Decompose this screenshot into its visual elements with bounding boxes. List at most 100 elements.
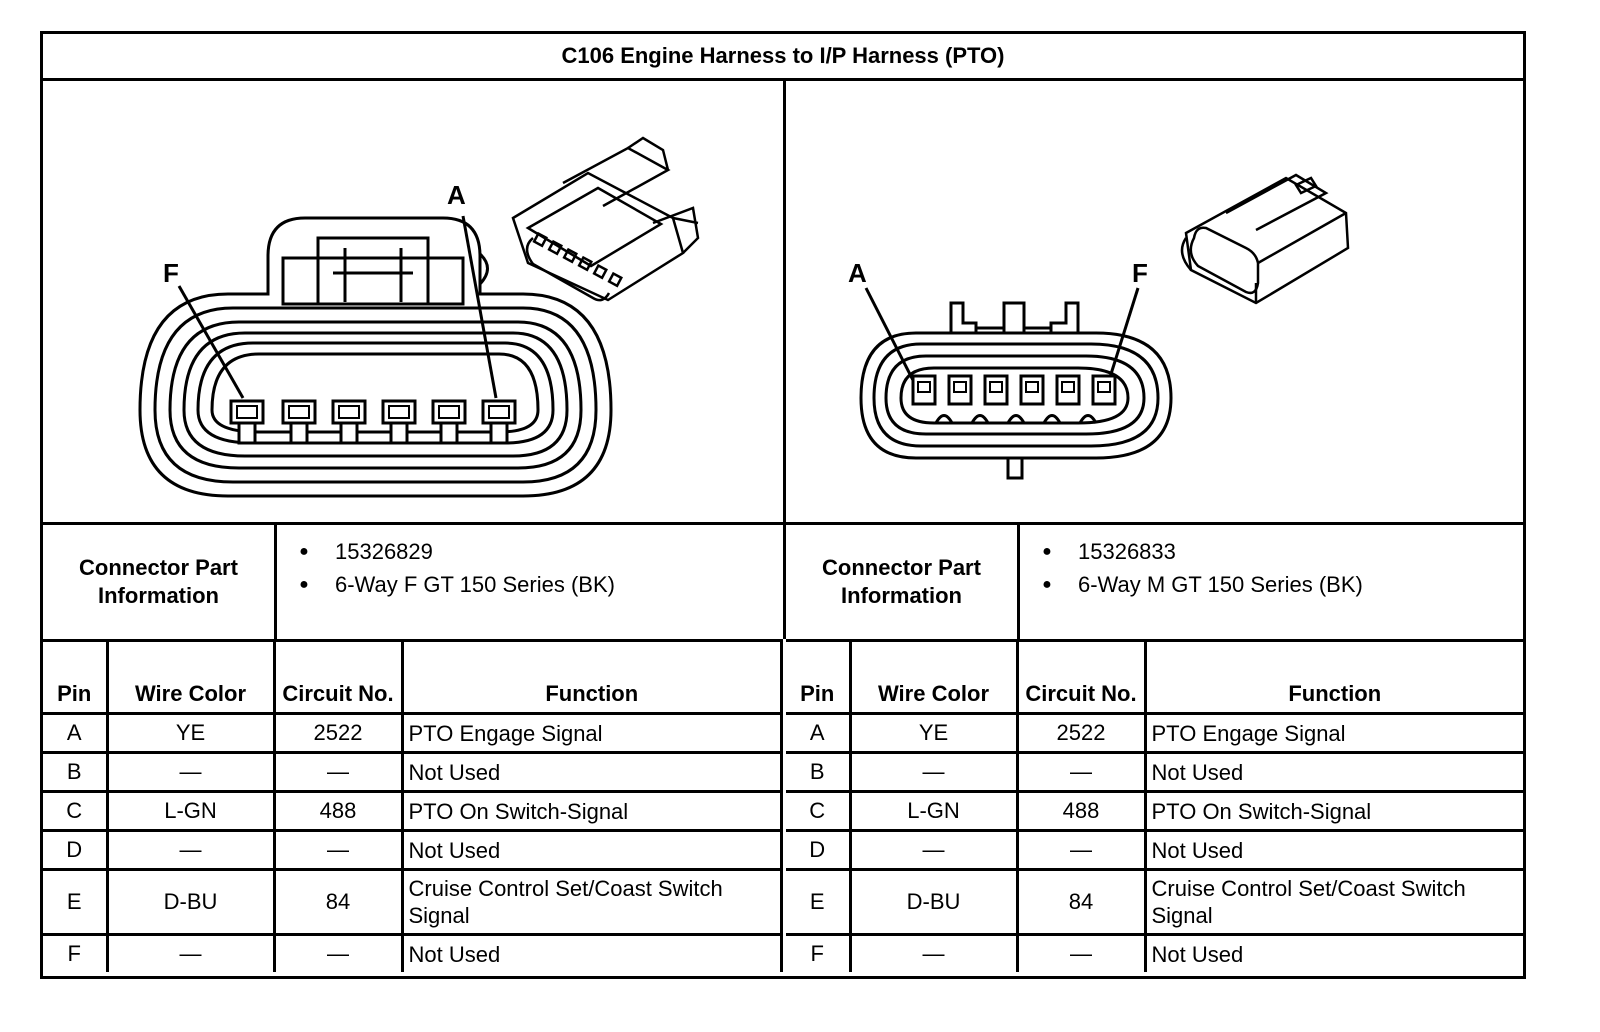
male-pin-cavity-d <box>1019 374 1045 406</box>
male-connector-diagram: A F <box>786 78 1523 522</box>
circuit-cell: — <box>1015 933 1147 972</box>
part-series-item: ●6-Way M GT 150 Series (BK) <box>1020 568 1363 601</box>
table-row: B——Not Used <box>786 751 1523 793</box>
female-pin-cavity-a <box>481 399 517 445</box>
wire-color-cell: — <box>105 829 276 871</box>
circuit-cell: 84 <box>272 868 404 936</box>
header-pin: Pin <box>786 639 852 715</box>
function-cell: PTO Engage Signal <box>400 712 783 754</box>
label-pin-f: F <box>1132 258 1148 288</box>
circuit-cell: — <box>1015 829 1147 871</box>
header-function: Function <box>1143 639 1523 715</box>
female-pin-cavity-d <box>331 399 367 445</box>
circuit-cell: — <box>272 751 404 793</box>
wire-color-cell: L-GN <box>848 790 1019 832</box>
function-cell: Not Used <box>1143 829 1523 871</box>
function-cell: PTO Engage Signal <box>1143 712 1523 754</box>
pin-cell: D <box>43 829 109 871</box>
header-function: Function <box>400 639 783 715</box>
part-info-list: ●15326829 ●6-Way F GT 150 Series (BK) <box>277 535 615 601</box>
pin-cell: B <box>786 751 852 793</box>
header-pin: Pin <box>43 639 109 715</box>
circuit-cell: 2522 <box>1015 712 1147 754</box>
label-pin-f: F <box>163 258 179 288</box>
table-header-row: Pin Wire Color Circuit No. Function <box>786 639 1523 715</box>
circuit-cell: — <box>272 933 404 972</box>
pin-cell: D <box>786 829 852 871</box>
wire-color-cell: YE <box>848 712 1019 754</box>
header-wire-color: Wire Color <box>848 639 1019 715</box>
function-cell: Not Used <box>400 829 783 871</box>
circuit-cell: — <box>272 829 404 871</box>
function-cell: Cruise Control Set/Coast Switch Signal <box>1143 868 1523 936</box>
wire-color-cell: D-BU <box>105 868 276 936</box>
female-connector-diagram: F A <box>43 78 786 522</box>
male-connector-drawing: A F <box>848 173 1350 480</box>
male-pin-cavity-e <box>1055 374 1081 406</box>
header-wire-color: Wire Color <box>105 639 276 715</box>
bullet-icon: ● <box>299 542 309 560</box>
pin-cell: A <box>43 712 109 754</box>
wire-color-cell: — <box>848 829 1019 871</box>
table-row: F——Not Used <box>786 933 1523 972</box>
pin-cell: E <box>43 868 109 936</box>
wire-color-cell: — <box>105 933 276 972</box>
function-cell: Cruise Control Set/Coast Switch Signal <box>400 868 783 936</box>
label-pin-a: A <box>447 180 466 210</box>
female-connector-drawing: F A <box>138 136 700 498</box>
header-circuit-no: Circuit No. <box>272 639 404 715</box>
pin-cell: C <box>43 790 109 832</box>
pin-cell: C <box>786 790 852 832</box>
female-pin-cavity-e <box>281 399 317 445</box>
connector-part-info-heading: Connector Part Information <box>786 525 1020 639</box>
female-connector-thumbnail <box>511 136 700 302</box>
circuit-cell: 2522 <box>272 712 404 754</box>
function-cell: PTO On Switch-Signal <box>1143 790 1523 832</box>
part-series-item: ●6-Way F GT 150 Series (BK) <box>277 568 615 601</box>
pin-cell: E <box>786 868 852 936</box>
function-cell: Not Used <box>400 751 783 793</box>
connector-sheet: C106 Engine Harness to I/P Harness (PTO) <box>40 31 1526 979</box>
pin-cell: F <box>786 933 852 972</box>
male-pin-cavity-c <box>983 374 1009 406</box>
part-info-list: ●15326833 ●6-Way M GT 150 Series (BK) <box>1020 535 1363 601</box>
table-row: B——Not Used <box>43 751 783 793</box>
left-connector-info: Connector Part Information ●15326829 ●6-… <box>43 522 786 639</box>
bullet-icon: ● <box>299 575 309 593</box>
wire-color-cell: — <box>848 933 1019 972</box>
part-number-item: ●15326829 <box>277 535 615 568</box>
function-cell: Not Used <box>400 933 783 972</box>
connector-part-info-heading: Connector Part Information <box>43 525 277 639</box>
circuit-cell: 488 <box>272 790 404 832</box>
wire-color-cell: YE <box>105 712 276 754</box>
male-connector-thumbnail <box>1180 173 1350 305</box>
female-pin-cavity-f <box>229 399 265 445</box>
label-pin-a: A <box>848 258 867 288</box>
male-pin-cavity-b <box>947 374 973 406</box>
header-circuit-no: Circuit No. <box>1015 639 1147 715</box>
female-pin-cavity-b <box>431 399 467 445</box>
female-pin-cavity-c <box>381 399 417 445</box>
bullet-icon: ● <box>1042 575 1052 593</box>
circuit-cell: 488 <box>1015 790 1147 832</box>
function-cell: Not Used <box>1143 933 1523 972</box>
function-cell: PTO On Switch-Signal <box>400 790 783 832</box>
table-row: D——Not Used <box>786 829 1523 871</box>
wire-color-cell: D-BU <box>848 868 1019 936</box>
pin-cell: B <box>43 751 109 793</box>
table-header-row: Pin Wire Color Circuit No. Function <box>43 639 783 715</box>
page-title: C106 Engine Harness to I/P Harness (PTO) <box>43 34 1523 81</box>
part-number-item: ●15326833 <box>1020 535 1363 568</box>
female-pin-cavities <box>229 399 517 445</box>
circuit-cell: 84 <box>1015 868 1147 936</box>
male-pin-cavities <box>911 374 1117 406</box>
pin-cell: A <box>786 712 852 754</box>
